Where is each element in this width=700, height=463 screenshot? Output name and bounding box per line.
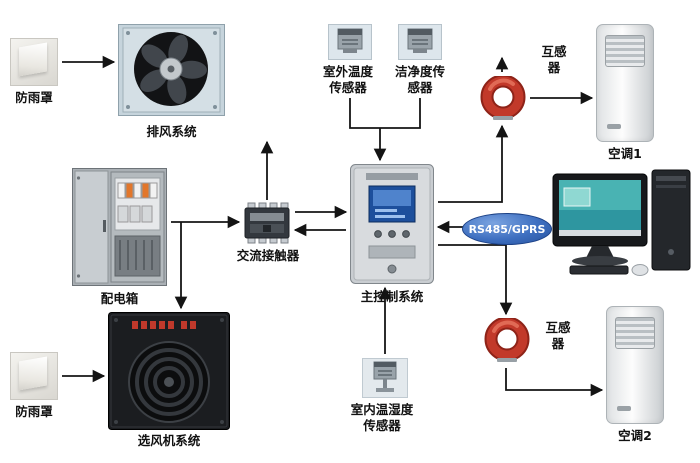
- label-distribution-box: 配电箱: [100, 291, 139, 306]
- ac-contactor-icon: [243, 202, 291, 244]
- rain-cover-top-icon: [10, 38, 58, 86]
- computer-workstation-icon: [552, 168, 694, 280]
- distribution-box-icon: [72, 168, 167, 286]
- label-rain-cover-top: 防雨罩: [15, 90, 53, 105]
- label-air-conditioner-1: 空调1: [608, 146, 642, 161]
- label-exhaust-system: 排风系统: [146, 124, 197, 139]
- rs485-gprs-label: RS485/GPRS: [468, 222, 546, 236]
- cleanliness-sensor-icon: [398, 24, 442, 60]
- ac2-vent-grille: [615, 317, 655, 349]
- label-main-control-system: 主控制系统: [360, 289, 424, 304]
- label-cleanliness-sensor: 洁净度传 感器: [394, 64, 445, 95]
- label-transformer-top: 互感 器: [541, 44, 567, 75]
- rain-cover-bottom-icon: [10, 352, 58, 400]
- outdoor-temp-sensor-icon: [328, 24, 372, 60]
- exhaust-fan-icon: [118, 24, 225, 116]
- ac2-badge: [617, 406, 631, 411]
- label-fan-selection-system: 选风机系统: [137, 433, 201, 448]
- rs485-gprs-link: RS485/GPRS: [462, 213, 552, 245]
- air-conditioner-2-icon: [606, 306, 664, 424]
- ac1-vent-grille: [605, 35, 645, 67]
- label-transformer-bottom: 互感 器: [545, 320, 571, 351]
- label-outdoor-temp-sensor: 室外温度 传感器: [322, 64, 373, 95]
- label-ac-contactor: 交流接触器: [236, 248, 300, 263]
- ac1-badge: [607, 124, 621, 129]
- label-air-conditioner-2: 空调2: [618, 428, 652, 443]
- indoor-temp-humidity-sensor-icon: [362, 358, 408, 398]
- main-control-system-icon: [350, 164, 434, 284]
- current-transformer-top-icon: [480, 76, 526, 122]
- fan-selection-system-icon: [108, 312, 230, 430]
- air-conditioner-1-icon: [596, 24, 654, 142]
- label-indoor-temp-humidity-sensor: 室内温湿度 传感器: [350, 402, 414, 433]
- current-transformer-bottom-icon: [484, 318, 530, 364]
- label-rain-cover-bottom: 防雨罩: [15, 404, 53, 419]
